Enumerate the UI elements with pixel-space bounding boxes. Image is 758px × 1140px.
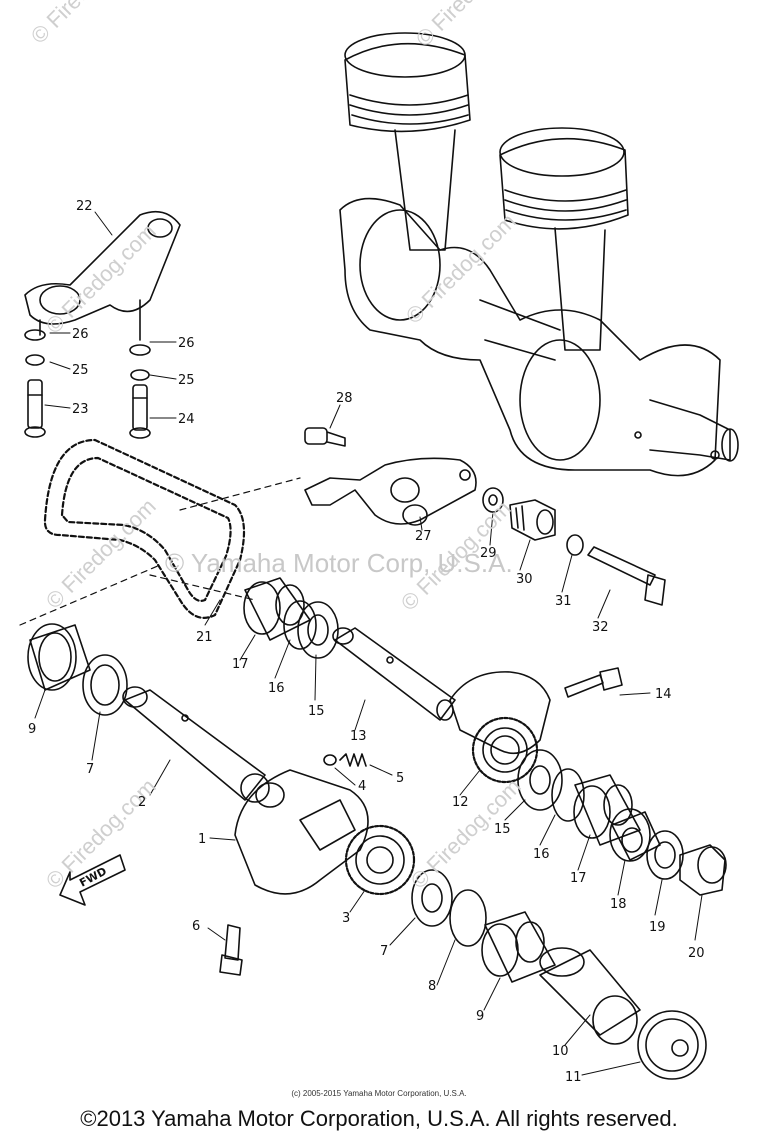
part-15-shim-upper	[297, 601, 339, 659]
callout-18: 18	[610, 897, 627, 912]
part-1-housing	[234, 769, 369, 895]
part-21-chain	[43, 438, 246, 619]
part-2-shaft	[122, 686, 270, 803]
copyright-main: ©2013 Yamaha Motor Corporation, U.S.A. A…	[80, 1106, 678, 1131]
callout-14: 14	[655, 687, 672, 702]
callout-12: 12	[452, 795, 469, 810]
leader-lines	[19, 477, 301, 626]
part-14-bolt	[564, 667, 623, 698]
callout-numbers: 22 26 25 23 26 25 24 28 27 29 30 31 32 2…	[28, 199, 705, 1085]
callout-25: 25	[178, 373, 195, 388]
callout-15: 15	[308, 704, 325, 719]
part-27-arm	[304, 457, 477, 526]
callout-7: 7	[380, 944, 388, 959]
part-19-washer	[646, 830, 684, 880]
crankshaft-assembly	[339, 32, 739, 477]
part-9-bearing-lower	[481, 911, 556, 983]
part-13-shaft	[332, 627, 456, 721]
part-18-bushing	[609, 808, 661, 862]
callout-7: 7	[86, 762, 94, 777]
part-8-circlip	[449, 889, 487, 947]
part-9-bearing-left	[27, 623, 91, 691]
part-7-shim-left	[82, 654, 128, 716]
watermark-site: © Firedog.com	[41, 494, 161, 614]
part-11-plug	[637, 1010, 707, 1080]
callout-25: 25	[72, 363, 89, 378]
callout-26: 26	[72, 327, 89, 342]
callout-4: 4	[358, 779, 366, 794]
callout-16: 16	[268, 681, 285, 696]
part-4-pin	[323, 754, 337, 766]
part-10-housing	[539, 947, 641, 1045]
callout-10: 10	[552, 1044, 569, 1059]
part-15-shim-lower	[517, 749, 563, 811]
part-26-washers	[24, 329, 151, 356]
callout-16: 16	[533, 847, 550, 862]
part-5-spring	[339, 753, 367, 767]
callout-26: 26	[178, 336, 195, 351]
callout-15: 15	[494, 822, 511, 837]
part-17-bearing-lower	[573, 774, 641, 846]
part-20-bolt	[679, 844, 727, 896]
watermark-site: © Firedog.com	[411, 0, 531, 52]
watermark-site: © Firedog.com	[41, 219, 161, 339]
callout-9: 9	[476, 1009, 484, 1024]
part-6-bolt	[219, 924, 243, 976]
callout-13: 13	[350, 729, 367, 744]
callout-17: 17	[232, 657, 249, 672]
watermark-corp: © Yamaha Motor Corp, U.S.A.	[165, 548, 513, 578]
fwd-arrow-icon	[59, 854, 126, 906]
callout-21: 21	[196, 630, 213, 645]
part-32-bolt	[587, 546, 666, 606]
part-3-sprocket	[344, 824, 416, 896]
part-28-bolt	[304, 427, 346, 447]
part-23-bolt	[24, 379, 46, 438]
callout-28: 28	[336, 391, 353, 406]
callout-19: 19	[649, 920, 666, 935]
callout-32: 32	[592, 620, 609, 635]
watermark-site: © Firedog.com	[26, 0, 146, 49]
callout-2: 2	[138, 795, 146, 810]
callout-1: 1	[198, 832, 206, 847]
callout-6: 6	[192, 919, 200, 934]
copyright-small: (c) 2005-2015 Yamaha Motor Corporation, …	[291, 1089, 467, 1098]
callout-23: 23	[72, 402, 89, 417]
callout-31: 31	[555, 594, 572, 609]
part-16-ring-upper	[283, 600, 317, 650]
callout-leaders	[34, 211, 703, 1076]
part-22-arm	[24, 210, 181, 341]
callout-22: 22	[76, 199, 93, 214]
callout-29: 29	[480, 546, 497, 561]
callout-27: 27	[415, 529, 432, 544]
callout-17: 17	[570, 871, 587, 886]
callout-24: 24	[178, 412, 195, 427]
part-7-shim-lower	[411, 869, 453, 927]
part-25-washers	[25, 354, 150, 381]
part-16-ring-lower	[551, 768, 585, 822]
part-24-bolt	[129, 384, 151, 439]
part-17-bearing-upper	[243, 577, 311, 641]
part-31-washer	[566, 534, 584, 556]
callout-3: 3	[342, 911, 350, 926]
callout-8: 8	[428, 979, 436, 994]
part-12-sprocket	[449, 671, 551, 784]
callout-11: 11	[565, 1070, 582, 1085]
callout-20: 20	[688, 946, 705, 961]
callout-9: 9	[28, 722, 36, 737]
part-30-plug	[509, 499, 556, 541]
callout-5: 5	[396, 771, 404, 786]
callout-30: 30	[516, 572, 533, 587]
